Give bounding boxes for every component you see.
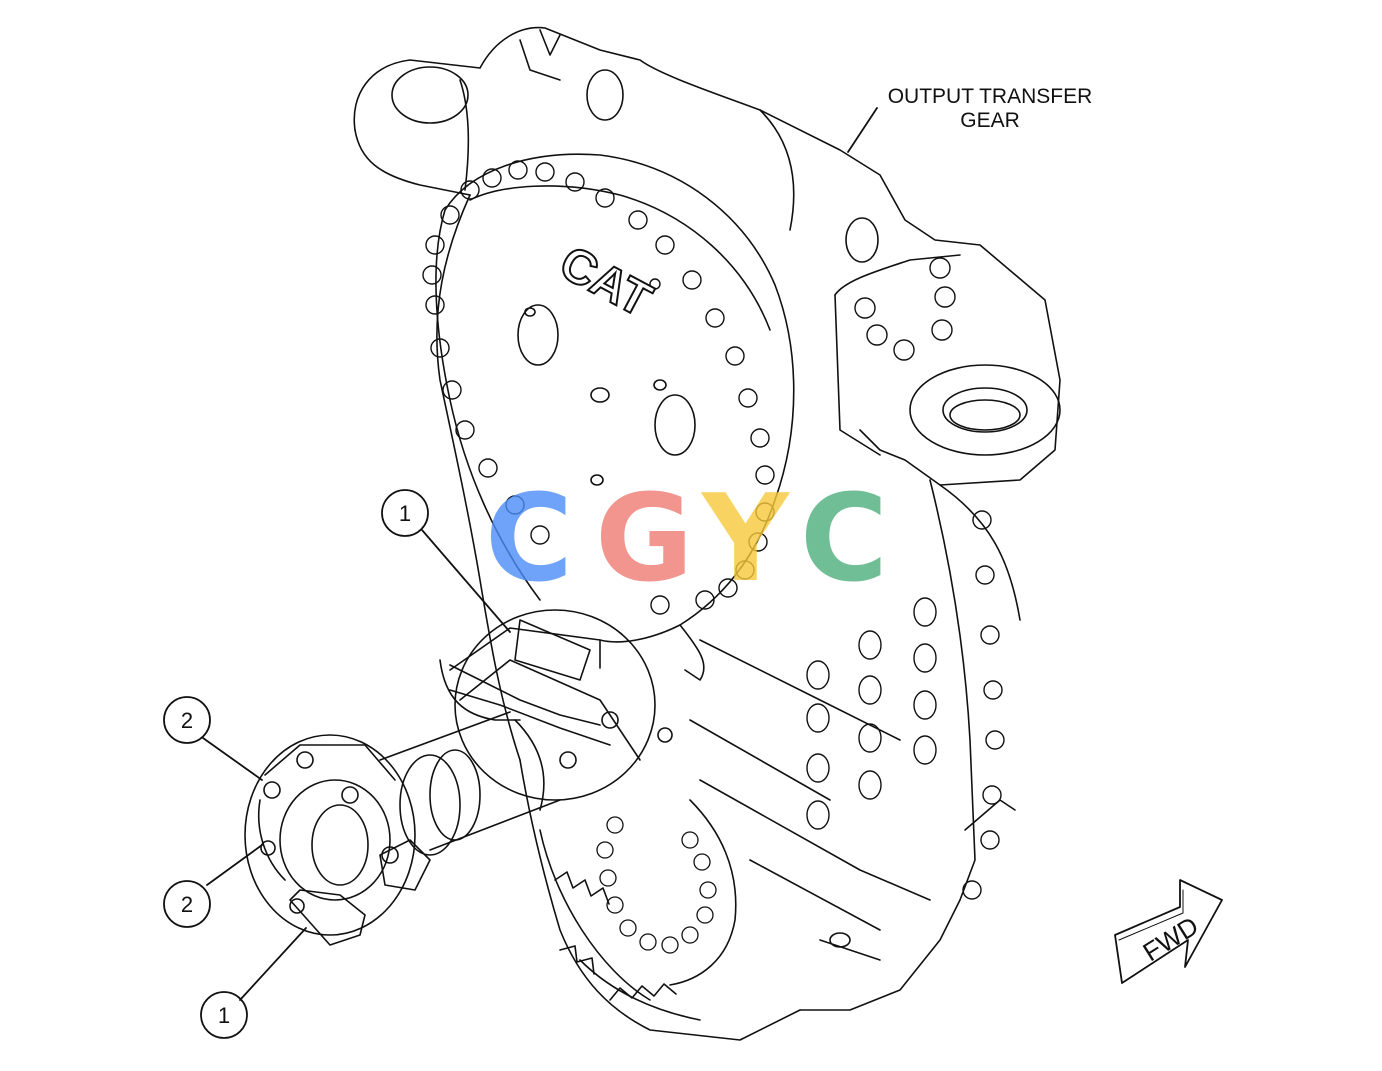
output-transfer-gear-label-line2: GEAR: [960, 109, 1020, 132]
drive-shaft-assembly: [244, 609, 673, 946]
callout-circle-1-bottom: [200, 991, 248, 1039]
cat-logo-text: CAT: [551, 236, 660, 327]
leader-lines: [202, 107, 878, 1001]
side-bolt-pattern: [806, 510, 1005, 900]
lower-gear-bolts: [596, 816, 717, 954]
transfer-housing: [353, 26, 1061, 1041]
cover-bolts: [422, 160, 775, 615]
bracket-bolts: [854, 257, 956, 361]
gear-cover-plate: [435, 153, 795, 681]
watermark-letter-4: C: [800, 470, 888, 609]
callout-circle-1-top: [381, 489, 429, 537]
callout-2-lower-number: 2: [181, 892, 193, 917]
callout-1-bottom-number: 1: [218, 1003, 230, 1028]
watermark-letter-3: Y: [700, 470, 791, 609]
callout-1-top-number: 1: [399, 501, 411, 526]
callout-circle-2-upper: [163, 696, 211, 744]
callout-circles: [163, 489, 429, 1039]
fwd-arrow: [1114, 879, 1223, 984]
fwd-label: FWD: [1137, 910, 1203, 967]
watermark: C G Y C: [485, 470, 888, 609]
callout-2-upper-number: 2: [181, 708, 193, 733]
watermark-letter-2: G: [595, 470, 694, 609]
callout-circle-2-lower: [163, 880, 211, 928]
cat-logo: CAT: [550, 235, 661, 328]
output-transfer-gear-label-line1: OUTPUT TRANSFER: [888, 85, 1093, 108]
watermark-letter-1: C: [485, 470, 573, 609]
